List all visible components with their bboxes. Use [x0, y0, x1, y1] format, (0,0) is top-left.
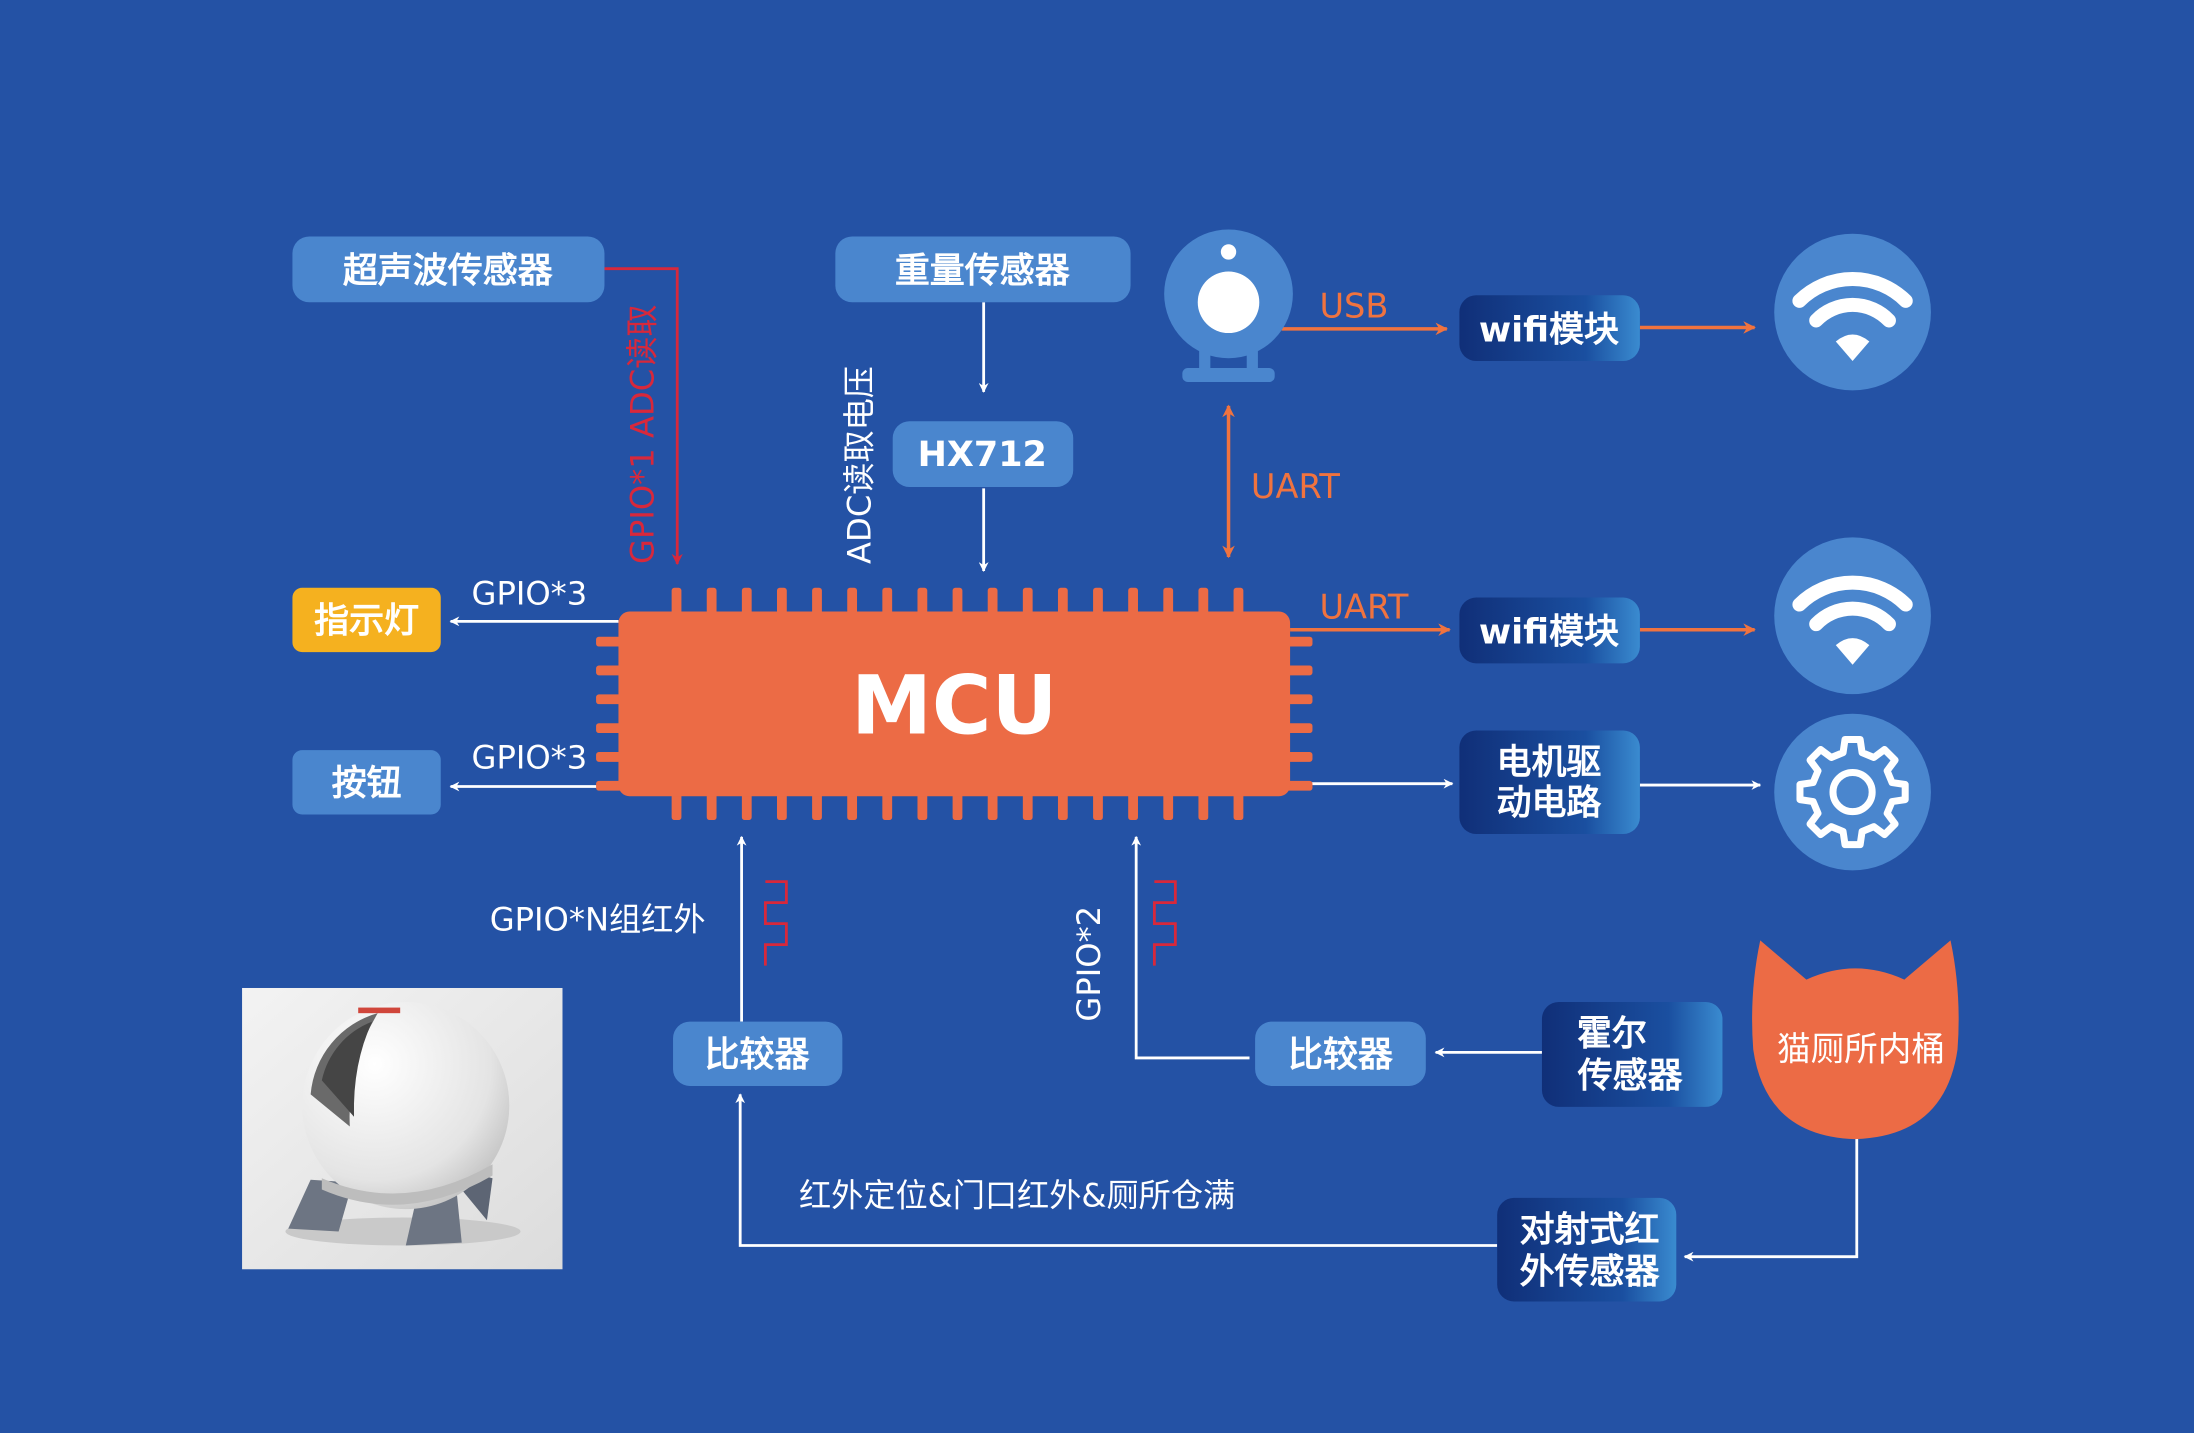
ultrasonic-label: 超声波传感器 [343, 252, 554, 292]
cat-bucket-label: 猫厕所内桶 [1777, 1030, 1945, 1069]
hx712-label: HX712 [918, 435, 1047, 475]
button-box: 按钮 [292, 750, 441, 815]
ir-functions-label: 红外定位&门口红外&厕所仓满 [799, 1176, 1235, 1214]
comparator-left-box: 比较器 [673, 1021, 843, 1086]
motor-label-line2: 动电路 [1496, 783, 1602, 823]
gear-icon [1774, 713, 1931, 871]
mcu-chip: MCU [596, 587, 1313, 821]
uart-vertical-label: UART [1251, 467, 1340, 506]
bucket-ir-arrow [1683, 1136, 1859, 1262]
ir-label-line2: 外传感器 [1520, 1252, 1661, 1292]
wifi-module-mid-box: wifi模块 [1459, 597, 1640, 664]
cat-litter-robot-photo [242, 987, 563, 1270]
gpio-button-label: GPIO*3 [472, 738, 588, 776]
hall-label-line2: 传感器 [1577, 1056, 1684, 1096]
wifi-icon [1774, 537, 1931, 695]
square-wave-right [1152, 880, 1177, 966]
square-wave-left [763, 880, 788, 966]
gpio-n-ir-label: GPIO*N组红外 [490, 901, 706, 939]
ultrasonic-arrow [604, 267, 683, 566]
ir-label-line1: 对射式红 [1520, 1210, 1660, 1250]
gpio-adc-label: GPIO*1 ADC读取 [623, 304, 661, 564]
cat-bucket-shape: 猫厕所内桶 [1752, 940, 1959, 1140]
ir-sensor-box: 对射式红 外传感器 [1497, 1197, 1677, 1302]
hall-label-line1: 霍尔 [1577, 1014, 1647, 1054]
comparator-right-arrow [1131, 835, 1250, 1060]
mcu-label: MCU [851, 659, 1057, 753]
motor-label-line1: 电机驱 [1496, 743, 1601, 783]
usb-label: USB [1319, 287, 1388, 326]
ir-comparator-arrow [735, 1093, 1498, 1247]
uart-horizontal-label: UART [1319, 588, 1408, 627]
hx712-box: HX712 [892, 421, 1074, 487]
ultrasonic-sensor-box: 超声波传感器 [292, 236, 605, 303]
motor-driver-box: 电机驱 动电路 [1459, 730, 1640, 835]
indicator-light-box: 指示灯 [292, 587, 441, 653]
gpio-2-label: GPIO*2 [1070, 906, 1108, 1022]
wifi-module-top-box: wifi模块 [1459, 295, 1640, 362]
weight-label: 重量传感器 [895, 252, 1071, 292]
wifi-mid-label: wifi模块 [1479, 613, 1619, 653]
gpio-indicator-label: GPIO*3 [472, 575, 588, 613]
wifi-icon [1774, 233, 1931, 391]
button-label: 按钮 [332, 764, 402, 804]
comparator-right-label: 比较器 [1288, 1035, 1394, 1075]
comparator-right-box: 比较器 [1255, 1021, 1426, 1086]
adc-voltage-label: ADC读取电压 [840, 366, 878, 564]
weight-sensor-box: 重量传感器 [835, 236, 1131, 303]
wifi-top-label: wifi模块 [1479, 310, 1619, 350]
webcam-icon [1164, 229, 1293, 383]
indicator-label: 指示灯 [314, 602, 419, 642]
hall-sensor-box: 霍尔 传感器 [1541, 1001, 1723, 1107]
comparator-left-label: 比较器 [705, 1035, 811, 1075]
